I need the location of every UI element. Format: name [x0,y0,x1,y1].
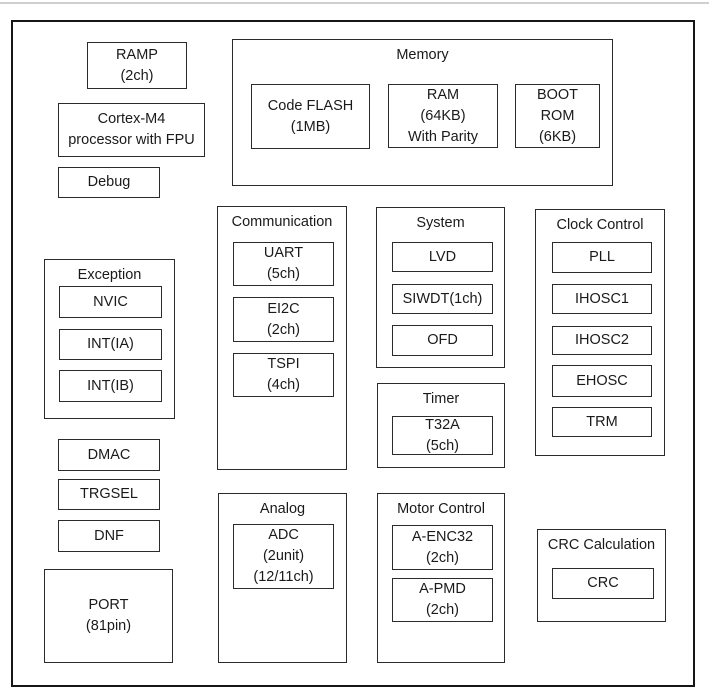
block-ram: RAM (64KB) With Parity [388,84,498,148]
block-cortex-m4: Cortex-M4 processor with FPU [58,103,205,157]
page-divider-line [0,2,709,4]
block-ehosc: EHOSC [552,365,652,397]
block-ihosc2-label: IHOSC2 [575,332,629,348]
block-adc: ADC (2unit) (12/11ch) [233,524,334,589]
block-ofd-label: OFD [427,332,458,348]
block-code-flash: Code FLASH (1MB) [251,84,370,149]
group-memory-title: Memory [396,47,449,63]
group-exception-title: Exception [77,267,142,283]
block-ei2c-label: EI2C (2ch) [266,300,301,338]
block-ihosc2: IHOSC2 [552,326,652,355]
group-timer: Timer T32A (5ch) [377,383,505,468]
block-dnf: DNF [58,520,160,552]
block-debug-label: Debug [87,174,131,190]
block-uart: UART (5ch) [233,242,334,286]
group-system: System LVD SIWDT(1ch) OFD [376,207,505,368]
block-dmac-label: DMAC [87,446,131,463]
block-trm: TRM [552,407,652,437]
block-ihosc1-label: IHOSC1 [575,290,629,307]
block-uart-label: UART (5ch) [263,245,304,282]
group-analog: Analog ADC (2unit) (12/11ch) [218,493,347,663]
block-port-label: PORT (81pin) [85,597,132,634]
block-dmac: DMAC [58,439,160,471]
group-clock-control: Clock Control PLL IHOSC1 IHOSC2 EHOSC TR… [535,209,665,456]
group-exception: Exception NVIC INT(IA) INT(IB) [44,259,175,419]
block-a-enc32: A-ENC32 (2ch) [392,525,493,570]
block-port: PORT (81pin) [44,569,173,663]
group-timer-title: Timer [422,391,460,407]
block-ihosc1: IHOSC1 [552,284,652,314]
block-crc: CRC [552,568,654,599]
block-cortex-m4-label: Cortex-M4 processor with FPU [68,111,195,148]
block-siwdt: SIWDT(1ch) [392,284,493,314]
block-tspi: TSPI (4ch) [233,353,334,397]
block-a-enc32-label: A-ENC32 (2ch) [411,528,474,566]
block-boot-rom-label: BOOT ROM (6KB) [536,86,579,145]
block-pll: PLL [552,242,652,273]
block-debug: Debug [58,167,160,198]
block-crc-label: CRC [587,575,619,591]
block-siwdt-label: SIWDT(1ch) [402,290,483,307]
block-nvic-label: NVIC [93,293,128,310]
block-ramp-label: RAMP (2ch) [116,46,158,84]
block-dnf-label: DNF [94,527,124,544]
block-nvic: NVIC [59,286,162,318]
block-lvd-label: LVD [428,248,457,265]
block-int-ib: INT(IB) [59,370,162,402]
group-communication-title: Communication [231,214,333,230]
block-boot-rom: BOOT ROM (6KB) [515,84,600,148]
block-a-pmd: A-PMD (2ch) [392,578,493,622]
block-ehosc-label: EHOSC [576,372,628,389]
diagram-outer-border [11,20,695,687]
group-communication: Communication UART (5ch) EI2C (2ch) TSPI… [217,206,347,470]
block-t32a: T32A (5ch) [392,416,493,455]
block-pll-label: PLL [589,249,615,265]
block-a-pmd-label: A-PMD (2ch) [419,581,466,618]
block-lvd: LVD [392,242,493,272]
block-int-ia: INT(IA) [59,329,162,360]
group-motor-control-title: Motor Control [397,501,485,517]
block-ramp: RAMP (2ch) [87,42,187,89]
block-tspi-label: TSPI (4ch) [266,356,301,393]
group-crc-calculation-title: CRC Calculation [547,537,656,553]
block-ram-label: RAM (64KB) With Parity [407,86,479,145]
group-crc-calculation: CRC Calculation CRC [537,529,666,622]
group-system-title: System [416,215,465,231]
block-int-ib-label: INT(IB) [87,377,134,394]
group-analog-title: Analog [259,501,306,517]
block-adc-label: ADC (2unit) (12/11ch) [253,527,314,585]
group-memory: Memory Code FLASH (1MB) RAM (64KB) With … [232,39,613,186]
block-t32a-label: T32A (5ch) [425,416,460,454]
block-ofd: OFD [392,325,493,356]
block-trgsel-label: TRGSEL [79,486,138,502]
block-trgsel: TRGSEL [58,479,160,510]
block-ei2c: EI2C (2ch) [233,297,334,342]
group-motor-control: Motor Control A-ENC32 (2ch) A-PMD (2ch) [377,493,505,663]
block-code-flash-label: Code FLASH (1MB) [267,97,354,135]
block-trm-label: TRM [586,413,618,430]
group-clock-control-title: Clock Control [556,217,644,233]
block-int-ia-label: INT(IA) [87,336,134,352]
